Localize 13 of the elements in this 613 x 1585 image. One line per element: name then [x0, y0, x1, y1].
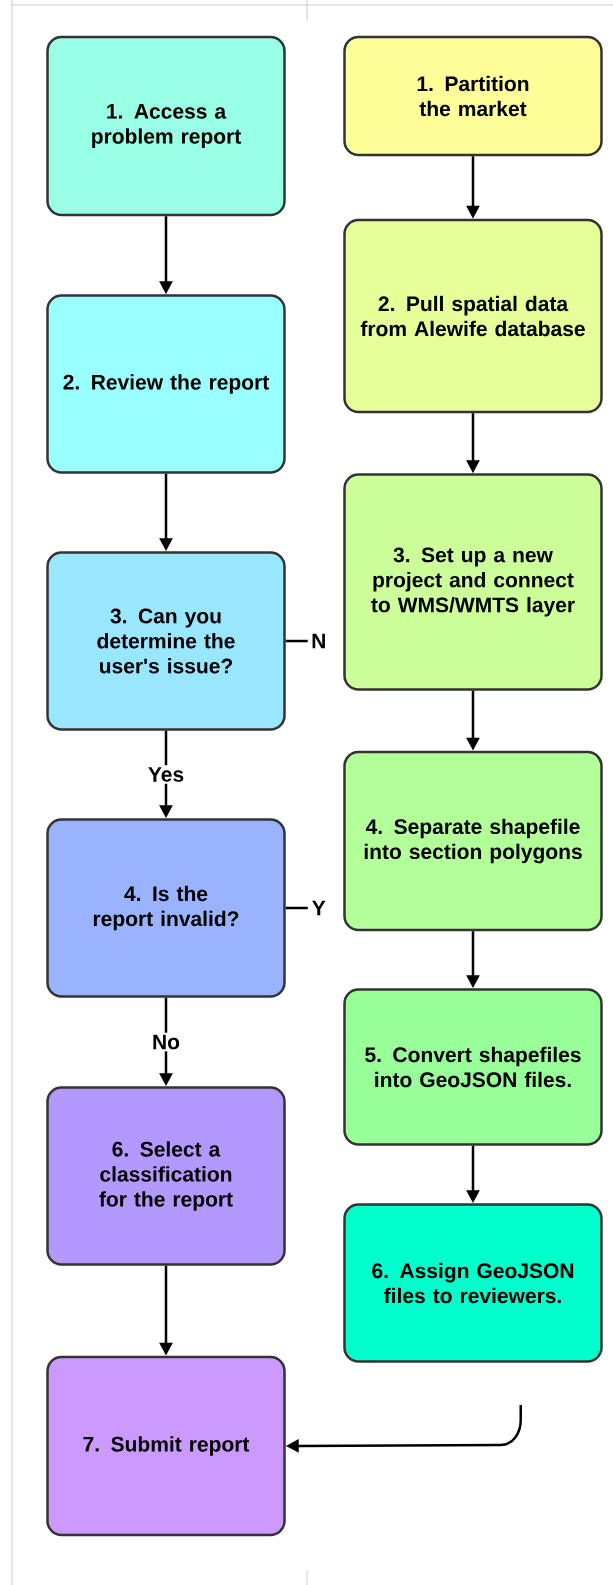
process-box: 1. Access a problem report [46, 35, 286, 217]
process-box: 2. Pull spatial data from Alewife database [343, 218, 603, 414]
process-box: 6. Select a classification for the report [46, 1086, 286, 1266]
process-box: 7. Submit report [46, 1355, 286, 1537]
process-box: 1. Partition the market [343, 35, 603, 157]
process-box: 4. Separate shapefile into section polygons [343, 750, 603, 932]
process-box: 4. Is the report invalid? [46, 818, 286, 998]
process-box: 2. Review the report [46, 294, 286, 474]
process-box: 5. Convert shapefiles into GeoJSON files. [343, 988, 603, 1146]
edge-label: Yes [145, 765, 187, 784]
process-box: 6. Assign GeoJSON files to reviewers. [343, 1203, 603, 1363]
process-box: 3. Set up a new project and connect to WMS/WMTS layer [343, 473, 603, 691]
process-box: 3. Can you determine the user's issue? [46, 551, 286, 731]
